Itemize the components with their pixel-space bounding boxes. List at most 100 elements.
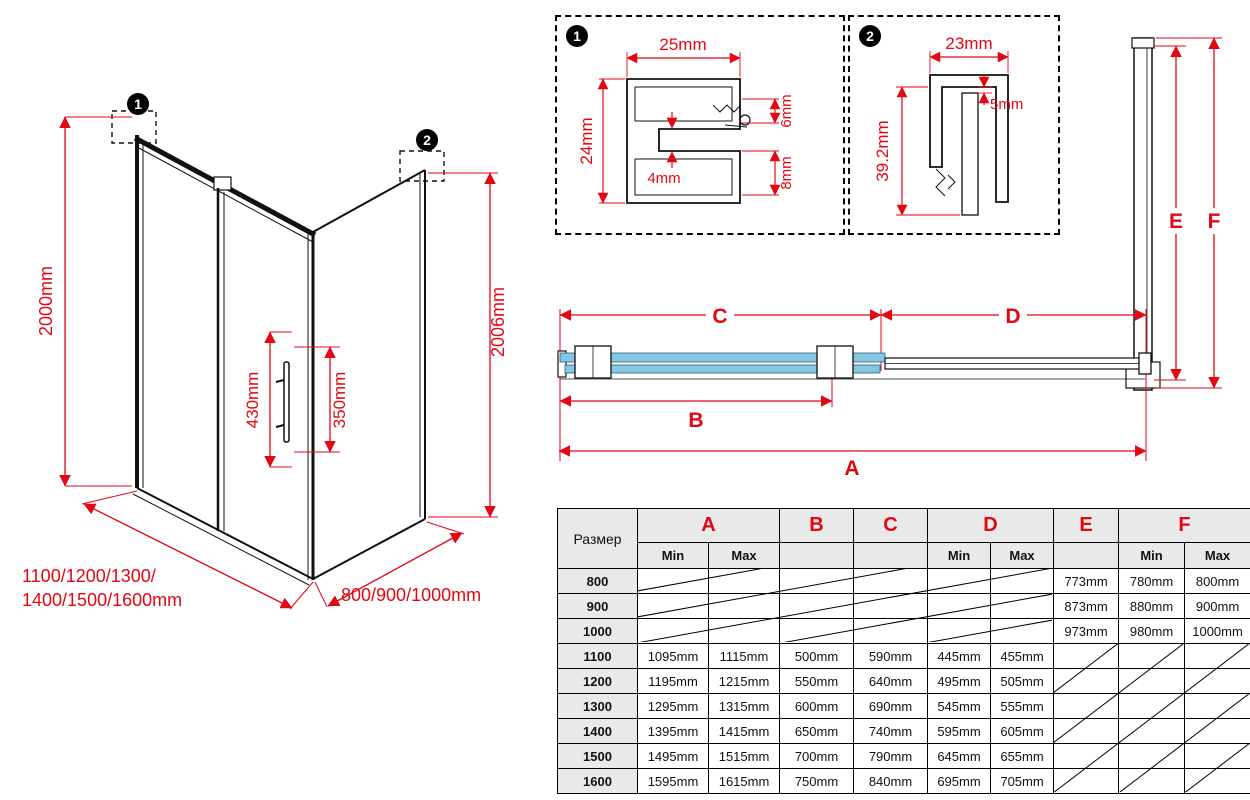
- dim-width-range-line2: 1400/1500/1600mm: [22, 590, 182, 610]
- cell-e: [1053, 743, 1120, 769]
- callout-2-number: 2: [866, 28, 874, 44]
- header-spacer: [779, 542, 855, 569]
- cell-a-min: 1495mm: [637, 743, 709, 769]
- cell-e: [1053, 668, 1120, 694]
- dim-depth-range-label: 800/900/1000mm: [341, 585, 481, 605]
- cell-c: 690mm: [853, 693, 929, 719]
- plan-assembly: [557, 345, 1152, 380]
- cell-e: [1053, 693, 1120, 719]
- spec-table: Размер A B C D E F Min Max Min Max Min M…: [557, 508, 1250, 794]
- cell-a-max: [707, 618, 781, 644]
- dim-handle-height-label: 430mm: [243, 372, 262, 429]
- glass-strip-door: [564, 364, 881, 374]
- table-row: 900 873mm 880mm 900mm: [557, 593, 1250, 619]
- cell-a-min: 1595mm: [637, 768, 709, 794]
- detail2-callout-box: [399, 150, 445, 182]
- dim-5mm-label: 5mm: [990, 96, 1023, 113]
- dim-23mm-label: 23mm: [945, 34, 992, 53]
- cell-c: [853, 618, 929, 644]
- cell-d-max: 505mm: [990, 668, 1055, 694]
- cell-d-max: 605mm: [990, 718, 1055, 744]
- f-min-header: Min: [1118, 542, 1186, 569]
- cell-a-max: 1315mm: [707, 693, 781, 719]
- cell-d-min: 695mm: [927, 768, 992, 794]
- cell-f-max: [1184, 718, 1250, 744]
- glass-clip-spring: [935, 168, 946, 197]
- cell-f-max: [1184, 693, 1250, 719]
- cell-a-max: 1215mm: [707, 668, 781, 694]
- cell-d-max: [990, 568, 1055, 594]
- iso-dimension-labels: 2000mm 2006mm 430mm 350mm 1100/1200/1300…: [22, 266, 508, 610]
- cell-a-max: 1615mm: [707, 768, 781, 794]
- a-min-header: Min: [637, 542, 709, 569]
- cell-e: 973mm: [1053, 618, 1120, 644]
- col-a-header: A: [636, 508, 781, 543]
- dim-a-label: A: [844, 457, 859, 480]
- dim-e-label: E: [1169, 210, 1183, 233]
- dim-f-label: F: [1208, 210, 1221, 233]
- header-row-minmax: Min Max Min Max Min Max: [558, 542, 1250, 569]
- cell-a-min: [637, 593, 709, 619]
- cell-f-max: 800mm: [1184, 568, 1250, 594]
- cell-f-min: 880mm: [1118, 593, 1186, 619]
- detail1-callout-box: [111, 110, 157, 144]
- roller-block: [213, 176, 232, 191]
- cell-a-min: 1195mm: [637, 668, 709, 694]
- cell-a-max: 1115mm: [707, 643, 781, 669]
- row-size: 1600: [557, 768, 638, 794]
- col-e-header: E: [1053, 508, 1120, 543]
- plan-dimensions: [558, 309, 1147, 461]
- cell-e: [1053, 768, 1120, 794]
- cell-d-max: [990, 618, 1055, 644]
- cell-a-min: 1295mm: [637, 693, 709, 719]
- profile-2-dimensions: [896, 51, 1009, 216]
- cell-f-max: [1184, 668, 1250, 694]
- cell-a-max: 1515mm: [707, 743, 781, 769]
- profile-detail-1-box: 1: [555, 15, 845, 235]
- cell-a-min: 1095mm: [637, 643, 709, 669]
- roller-clip-spring: [712, 104, 742, 113]
- dim-handle-spacing-label: 350mm: [330, 372, 349, 429]
- plan-labels: C D B A: [688, 303, 1027, 480]
- glass-panel-edge: [961, 92, 979, 216]
- roller-wheel: [739, 114, 751, 126]
- cell-b: 700mm: [779, 743, 855, 769]
- rail-end-cap: [1138, 352, 1152, 375]
- profile-detail-2-box: 2: [848, 15, 1060, 235]
- profile-1-labels: 25mm 24mm 4mm 6mm 8mm: [577, 35, 795, 190]
- cell-f-max: [1184, 643, 1250, 669]
- cell-d-max: 555mm: [990, 693, 1055, 719]
- callout-1-number: 1: [134, 96, 142, 112]
- size-header: Размер: [557, 508, 638, 569]
- cell-f-max: [1184, 743, 1250, 769]
- cell-b: [779, 618, 855, 644]
- cell-c: [853, 568, 929, 594]
- dim-6mm-label: 6mm: [778, 94, 795, 127]
- row-size: 1400: [557, 718, 638, 744]
- row-size: 1000: [557, 618, 638, 644]
- col-d-header: D: [927, 508, 1055, 543]
- table-row: 1100 1095mm 1115mm 500mm 590mm 445mm 455…: [557, 643, 1250, 669]
- cell-b: 550mm: [779, 668, 855, 694]
- cell-f-min: [1118, 693, 1186, 719]
- row-size: 1300: [557, 693, 638, 719]
- cell-c: 740mm: [853, 718, 929, 744]
- cell-f-min: 980mm: [1118, 618, 1186, 644]
- cell-c: 590mm: [853, 643, 929, 669]
- cell-b: [779, 568, 855, 594]
- cell-f-min: [1118, 668, 1186, 694]
- callout-1-circle: [566, 25, 588, 47]
- col-f-header: F: [1118, 508, 1250, 543]
- row-size: 1500: [557, 743, 638, 769]
- profile-detail-2-drawing: 2: [859, 25, 1023, 216]
- cell-f-max: 900mm: [1184, 593, 1250, 619]
- cell-e: 873mm: [1053, 593, 1120, 619]
- cell-a-min: [637, 618, 709, 644]
- col-b-header: B: [779, 508, 855, 543]
- cell-a-min: [637, 568, 709, 594]
- row-size: 1100: [557, 643, 638, 669]
- cell-d-min: 445mm: [927, 643, 992, 669]
- cell-d-min: [927, 568, 992, 594]
- cell-f-min: [1118, 768, 1186, 794]
- row-size: 800: [557, 568, 638, 594]
